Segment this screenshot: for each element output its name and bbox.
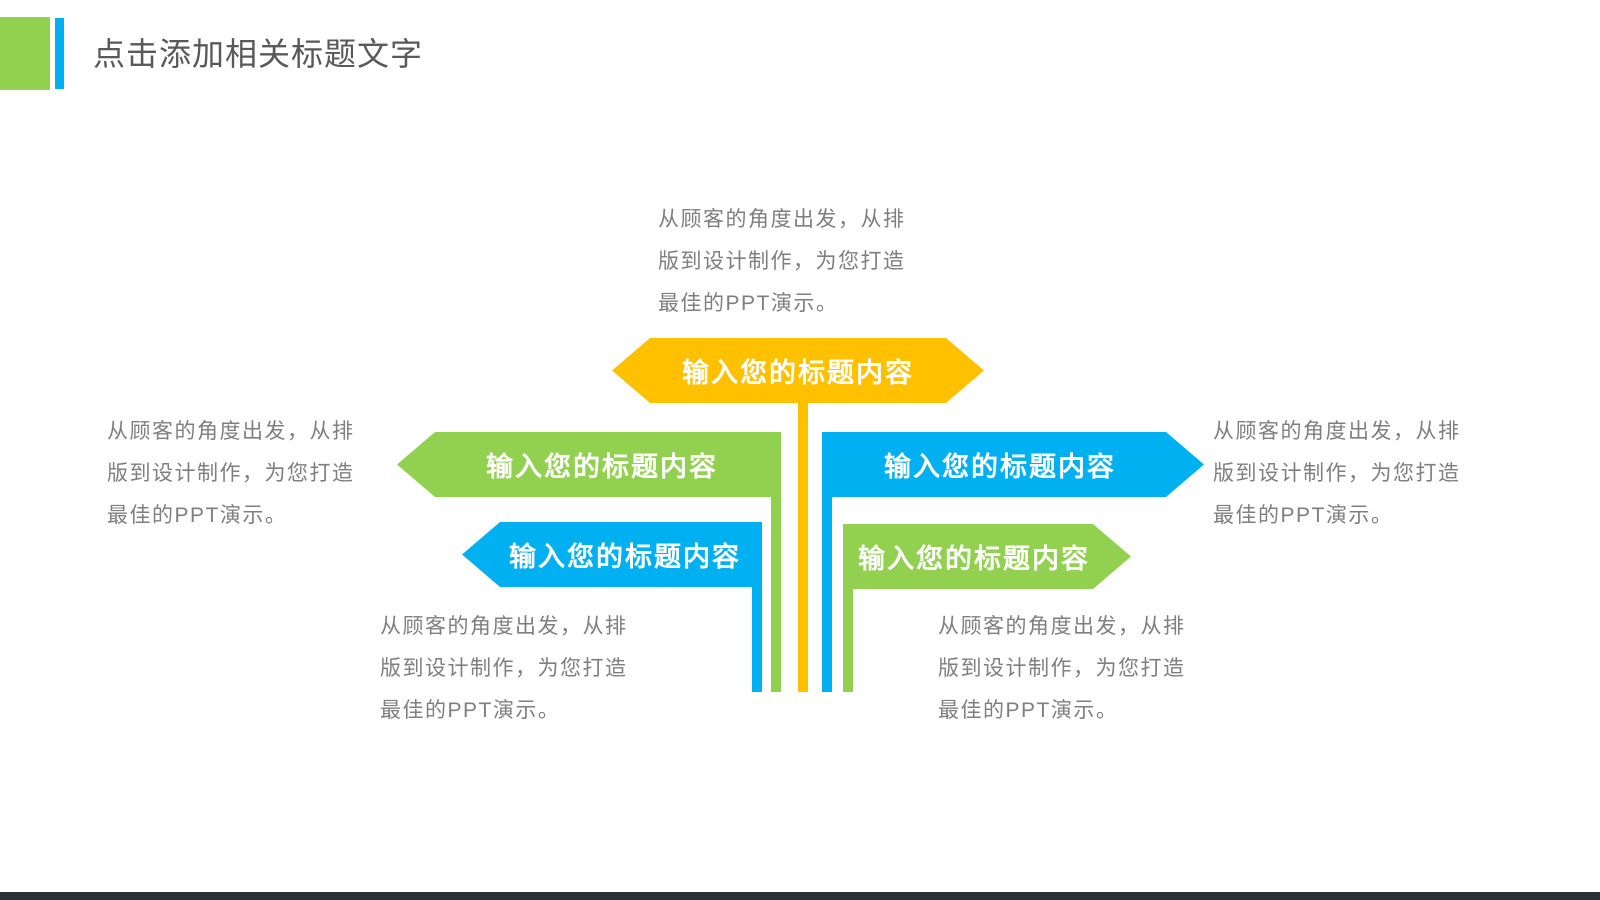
description-line: 版到设计制作，为您打造 [1213, 462, 1461, 485]
description-line: 最佳的PPT演示。 [380, 699, 561, 722]
banner-left-blue[interactable]: 输入您的标题内容 [462, 522, 762, 587]
description-line: 从顾客的角度出发，从排 [938, 615, 1186, 638]
banner-left-green-label: 输入您的标题内容 [486, 452, 718, 482]
description-line: 版到设计制作，为您打造 [938, 657, 1186, 680]
banner-left-green[interactable]: 输入您的标题内容 [397, 432, 781, 497]
description-line: 最佳的PPT演示。 [1213, 504, 1394, 527]
description-line: 最佳的PPT演示。 [938, 699, 1119, 722]
connector-line-green-right [843, 587, 853, 692]
banner-right-green[interactable]: 输入您的标题内容 [843, 524, 1131, 589]
banner-right-blue[interactable]: 输入您的标题内容 [822, 432, 1204, 497]
description-line: 版到设计制作，为您打造 [107, 462, 355, 485]
connector-line-yellow [798, 402, 808, 692]
connector-line-green-left [771, 495, 781, 692]
description-left: 从顾客的角度出发，从排 版到设计制作，为您打造 最佳的PPT演示。 [107, 411, 355, 537]
description-line: 最佳的PPT演示。 [658, 292, 839, 315]
connector-line-blue-right [822, 495, 832, 692]
description-bottom-right: 从顾客的角度出发，从排 版到设计制作，为您打造 最佳的PPT演示。 [938, 606, 1186, 732]
description-top: 从顾客的角度出发，从排 版到设计制作，为您打造 最佳的PPT演示。 [658, 199, 906, 325]
description-line: 从顾客的角度出发，从排 [380, 615, 628, 638]
description-line: 从顾客的角度出发，从排 [658, 208, 906, 231]
description-line: 从顾客的角度出发，从排 [107, 420, 355, 443]
title-accent-green-square [0, 17, 50, 90]
slide-title: 点击添加相关标题文字 [93, 36, 424, 72]
description-right: 从顾客的角度出发，从排 版到设计制作，为您打造 最佳的PPT演示。 [1213, 411, 1461, 537]
description-line: 版到设计制作，为您打造 [380, 657, 628, 680]
description-line: 从顾客的角度出发，从排 [1213, 420, 1461, 443]
banner-right-green-label: 输入您的标题内容 [858, 544, 1090, 574]
description-bottom-left: 从顾客的角度出发，从排 版到设计制作，为您打造 最佳的PPT演示。 [380, 606, 628, 732]
connector-line-blue-left [752, 585, 762, 692]
banner-left-blue-label: 输入您的标题内容 [509, 542, 741, 572]
description-line: 版到设计制作，为您打造 [658, 250, 906, 273]
banner-top-yellow[interactable]: 输入您的标题内容 [612, 338, 984, 403]
banner-top-yellow-label: 输入您的标题内容 [682, 358, 914, 388]
banner-right-blue-label: 输入您的标题内容 [884, 452, 1116, 482]
footer-bar [0, 892, 1600, 900]
title-accent-blue-bar [55, 18, 64, 89]
description-line: 最佳的PPT演示。 [107, 504, 288, 527]
